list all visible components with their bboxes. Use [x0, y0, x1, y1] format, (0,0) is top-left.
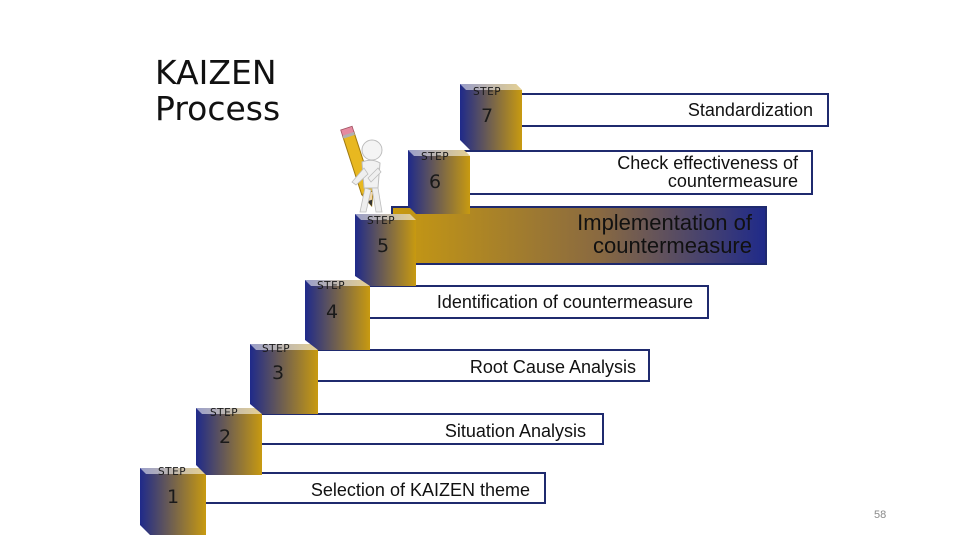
step-4-text: Identification of countermeasure: [436, 292, 693, 312]
band-step-6: [439, 150, 813, 195]
step-4-block: [305, 280, 370, 350]
step-6-block: [408, 150, 470, 214]
step-2-text: Situation Analysis: [444, 421, 586, 441]
page-number: 58: [874, 509, 887, 521]
step-5-text-line-1: Implementation of: [577, 210, 752, 235]
step-7-text: Standardization: [687, 100, 813, 120]
step-3-block: [250, 344, 318, 414]
band-step-4: [339, 285, 709, 319]
step-5-block: [355, 214, 416, 286]
staircase-steps: [140, 84, 522, 535]
stick-figure-with-pencil-icon: [340, 125, 383, 213]
title-line-1: KAIZEN: [155, 53, 277, 92]
step-5-text-line-2: countermeasure: [593, 233, 752, 258]
step-6-text-line-1: Check effectiveness of: [617, 153, 798, 173]
band-step-7: [491, 93, 829, 127]
step-3-text: Root Cause Analysis: [469, 357, 636, 377]
band-step-1: [179, 472, 546, 504]
step-7-block: [460, 84, 522, 150]
step-6-text-line-2: countermeasure: [667, 171, 798, 191]
step-1-text: Selection of KAIZEN theme: [310, 480, 530, 500]
step-2-block: [196, 408, 262, 475]
title-line-2: Process: [155, 89, 281, 128]
step-6-text: Check effectiveness of countermeasure: [500, 154, 798, 190]
step-5-text: Implementation of countermeasure: [460, 211, 752, 257]
band-step-5: [391, 206, 767, 265]
step-1-block: [140, 468, 206, 535]
step-bands: [179, 93, 829, 504]
band-step-3: [291, 349, 650, 382]
page-title: KAIZEN Process: [155, 55, 280, 127]
